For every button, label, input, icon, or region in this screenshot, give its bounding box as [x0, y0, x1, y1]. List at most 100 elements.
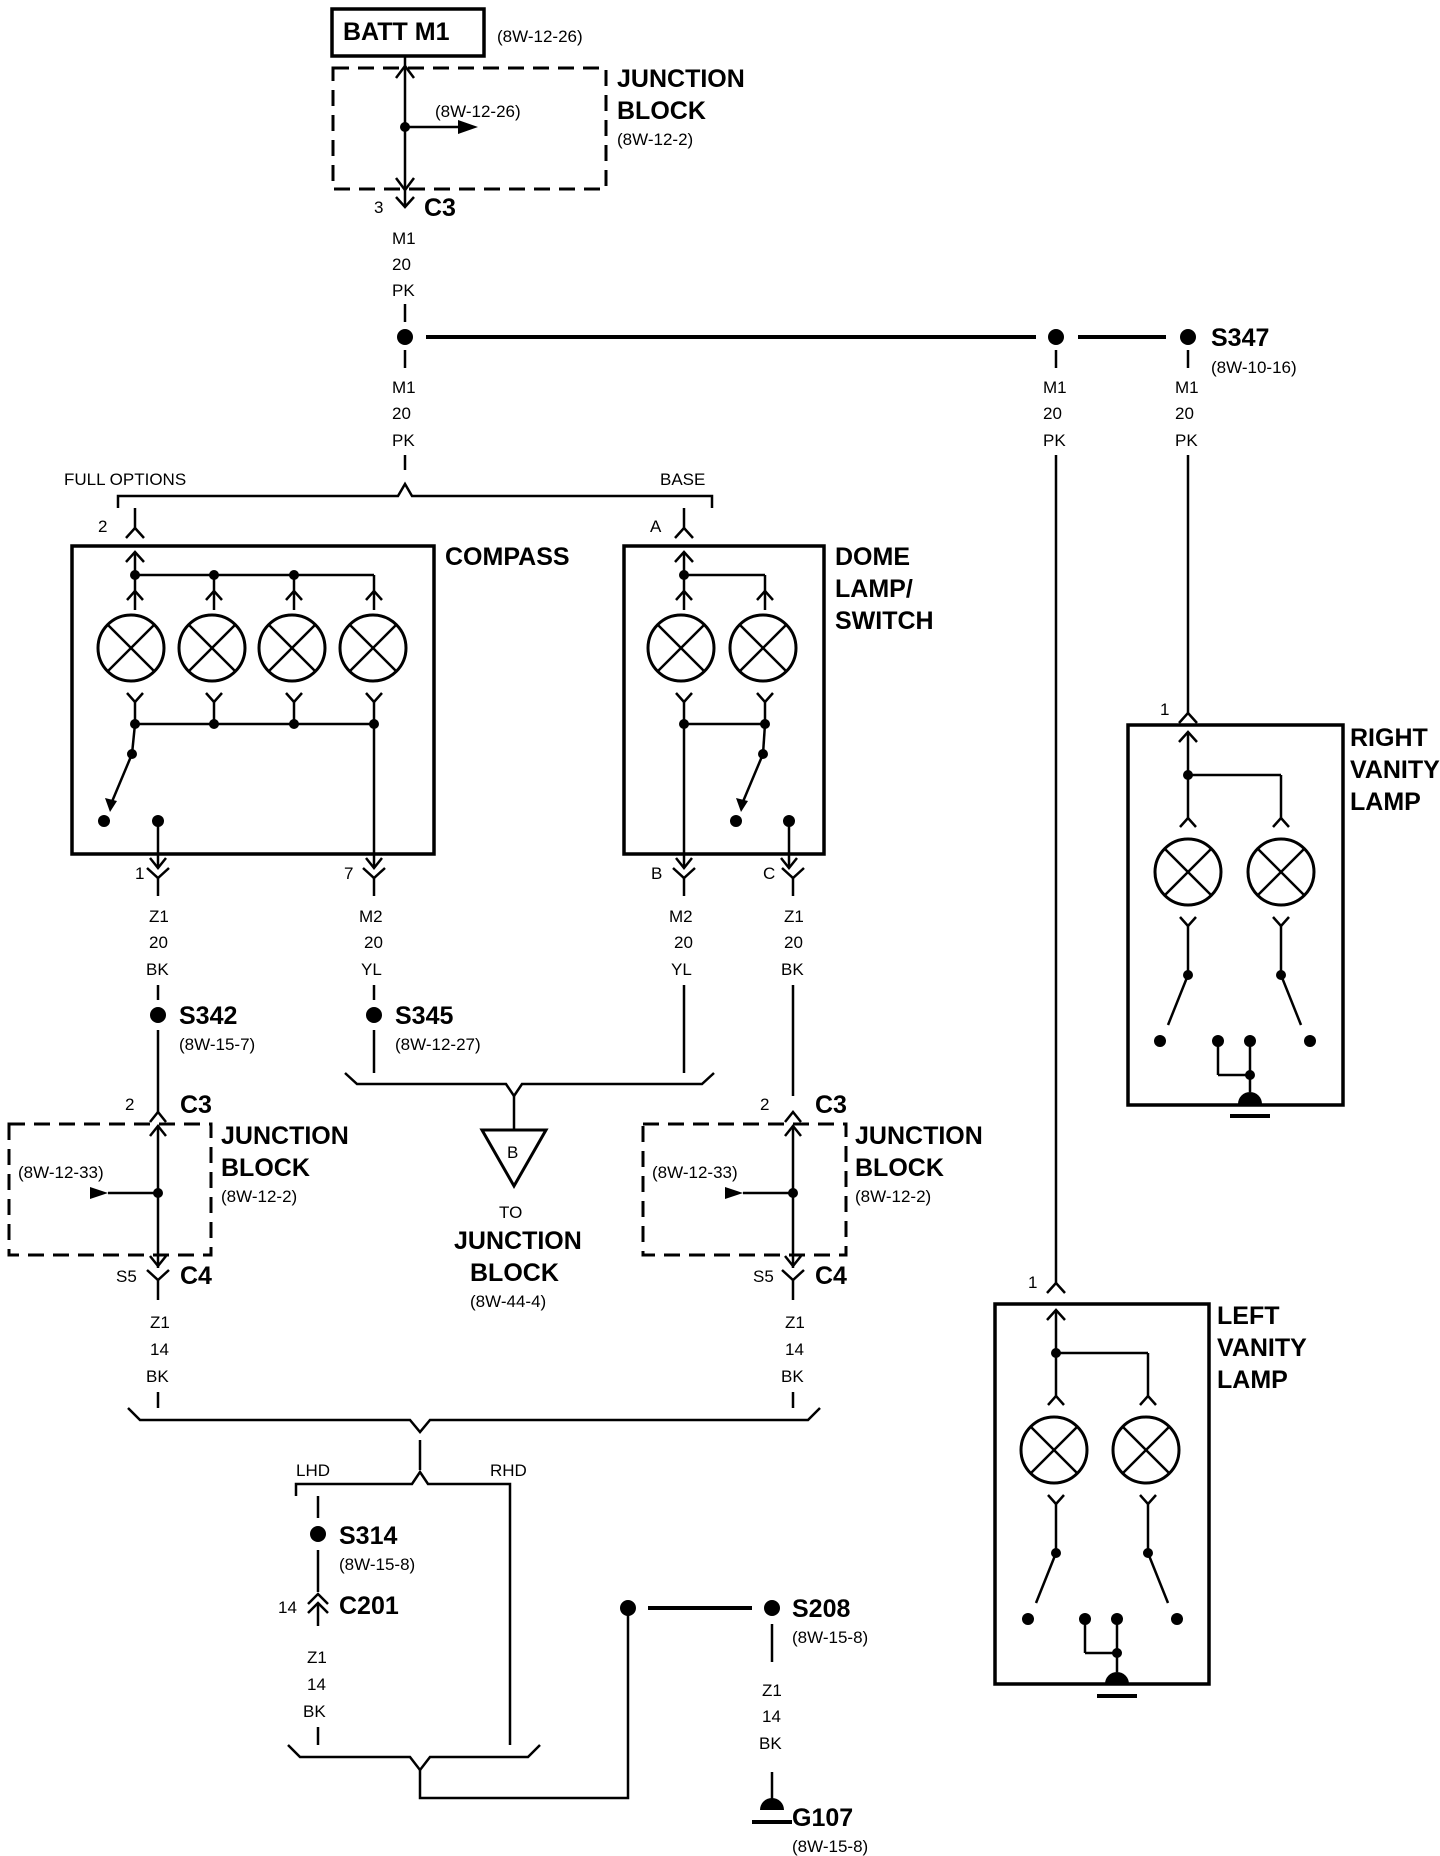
compass-pin-bl: 1: [135, 864, 144, 883]
svg-text:M1: M1: [1175, 378, 1199, 397]
svg-text:2: 2: [760, 1095, 769, 1114]
s345-splice: S345 (8W-12-27): [366, 985, 481, 1073]
svg-text:(8W-44-4): (8W-44-4): [470, 1292, 546, 1311]
compass-bulb-icon: [96, 613, 166, 683]
svg-text:20: 20: [392, 404, 411, 423]
svg-text:14: 14: [278, 1598, 297, 1617]
svg-text:(8W-12-33): (8W-12-33): [652, 1163, 738, 1182]
compass-bulb-icon: [177, 613, 247, 683]
svg-text:PK: PK: [392, 281, 415, 300]
svg-text:Z1: Z1: [785, 1313, 805, 1332]
svg-text:M2: M2: [359, 907, 383, 926]
svg-text:14: 14: [307, 1675, 326, 1694]
wire-z1-14-left: Z1 14 BK: [146, 1313, 170, 1408]
ground-return-wire: [418, 1608, 630, 1800]
svg-text:C4: C4: [815, 1262, 847, 1290]
svg-text:YL: YL: [361, 960, 382, 979]
jb-top-title2: BLOCK: [617, 97, 706, 125]
g107-ground-icon: G107 (8W-15-8): [752, 1798, 868, 1856]
compass-bulb-icon: [257, 613, 327, 683]
c201-connector: 14 C201 Z1 14 BK: [278, 1592, 399, 1745]
s208-splice: S208 (8W-15-8) Z1 14 BK: [620, 1595, 868, 1810]
svg-text:RIGHT: RIGHT: [1350, 724, 1428, 752]
svg-text:Z1: Z1: [762, 1681, 782, 1700]
dome-pin-bl: B: [651, 864, 662, 883]
svg-text:TO: TO: [499, 1203, 522, 1222]
svg-text:S5: S5: [116, 1267, 137, 1286]
svg-text:LHD: LHD: [296, 1461, 330, 1480]
svg-text:B: B: [507, 1143, 518, 1162]
full-options-label: FULL OPTIONS: [64, 470, 186, 489]
jb-top-conn: C3: [424, 194, 456, 222]
right-vanity-lamp: 1 RIGHT VANITY LAMP: [1126, 700, 1440, 1118]
junction-block-right: 2 C3 (8W-12-33) JUNCTION BLOCK (8W-12-2)…: [641, 1091, 983, 1300]
s342-splice: S342 (8W-15-7): [150, 985, 255, 1112]
svg-text:VANITY: VANITY: [1217, 1334, 1307, 1362]
junction-block-top: JUNCTION BLOCK (8W-12-2) (8W-12-26) 3 C3: [331, 56, 745, 222]
dome-title1: DOME: [835, 543, 910, 571]
ground-merge-bracket: LHD RHD: [127, 1407, 821, 1745]
svg-text:(8W-12-33): (8W-12-33): [18, 1163, 104, 1182]
svg-text:M2: M2: [669, 907, 693, 926]
dome-wire-m2: M2 20 YL: [669, 907, 693, 1073]
svg-text:C201: C201: [339, 1592, 399, 1620]
compass-title: COMPASS: [445, 543, 570, 571]
svg-text:20: 20: [149, 933, 168, 952]
svg-text:C3: C3: [180, 1091, 212, 1119]
dome-pin-br: C: [763, 864, 775, 883]
svg-text:(8W-12-2): (8W-12-2): [221, 1187, 297, 1206]
compass-wire-m2: M2 20 YL: [359, 907, 383, 979]
svg-text:Z1: Z1: [784, 907, 804, 926]
svg-text:20: 20: [364, 933, 383, 952]
svg-text:VANITY: VANITY: [1350, 756, 1440, 784]
compass-pin-br: 7: [344, 864, 353, 883]
svg-text:BK: BK: [146, 1367, 169, 1386]
svg-text:S342: S342: [179, 1002, 237, 1030]
batt-label: BATT M1: [343, 18, 450, 46]
svg-text:LEFT: LEFT: [1217, 1302, 1280, 1330]
svg-text:S5: S5: [753, 1267, 774, 1286]
svg-text:(8W-15-7): (8W-15-7): [179, 1035, 255, 1054]
jb-top-inner-ref: (8W-12-26): [435, 102, 521, 121]
dome-title3: SWITCH: [835, 607, 934, 635]
svg-text:YL: YL: [671, 960, 692, 979]
svg-text:20: 20: [674, 933, 693, 952]
svg-text:M1: M1: [1043, 378, 1067, 397]
svg-text:20: 20: [1175, 404, 1194, 423]
svg-text:BK: BK: [303, 1702, 326, 1721]
compass-bulb-icon: [338, 613, 408, 683]
svg-text:Z1: Z1: [149, 907, 169, 926]
options-bracket: FULL OPTIONS BASE: [64, 470, 714, 528]
vanity-bulb-icon: [1153, 837, 1223, 907]
batt-ref: (8W-12-26): [497, 27, 583, 46]
svg-text:LAMP: LAMP: [1350, 788, 1421, 816]
svg-text:BK: BK: [146, 960, 169, 979]
svg-text:PK: PK: [1043, 431, 1066, 450]
compass-pin-top: 2: [98, 517, 107, 536]
svg-text:BLOCK: BLOCK: [221, 1154, 310, 1182]
wire-m1-upper: M1 20 PK: [392, 229, 416, 322]
dome-wire-z1: Z1 20 BK: [781, 907, 804, 1096]
to-junction-block-b: B TO JUNCTION BLOCK (8W-44-4): [344, 1072, 715, 1311]
vanity-bulb-icon: [1111, 1415, 1181, 1485]
dome-bulb-icon: [646, 613, 716, 683]
svg-text:14: 14: [150, 1340, 169, 1359]
svg-text:G107: G107: [792, 1804, 853, 1832]
svg-text:PK: PK: [1175, 431, 1198, 450]
svg-text:Z1: Z1: [307, 1648, 327, 1667]
svg-text:2: 2: [125, 1095, 134, 1114]
s314-splice: S314 (8W-15-8): [310, 1496, 415, 1592]
svg-text:BK: BK: [781, 1367, 804, 1386]
svg-text:14: 14: [762, 1707, 781, 1726]
svg-text:(8W-15-8): (8W-15-8): [792, 1628, 868, 1647]
svg-text:RHD: RHD: [490, 1461, 527, 1480]
svg-text:(8W-15-8): (8W-15-8): [792, 1837, 868, 1856]
svg-text:M1: M1: [392, 229, 416, 248]
jb-top-title1: JUNCTION: [617, 65, 745, 93]
wire-m1-left-vanity: M1 20 PK: [1043, 350, 1067, 1283]
svg-text:JUNCTION: JUNCTION: [855, 1122, 983, 1150]
svg-text:14: 14: [785, 1340, 804, 1359]
svg-text:S345: S345: [395, 1002, 453, 1030]
svg-text:C4: C4: [180, 1262, 212, 1290]
